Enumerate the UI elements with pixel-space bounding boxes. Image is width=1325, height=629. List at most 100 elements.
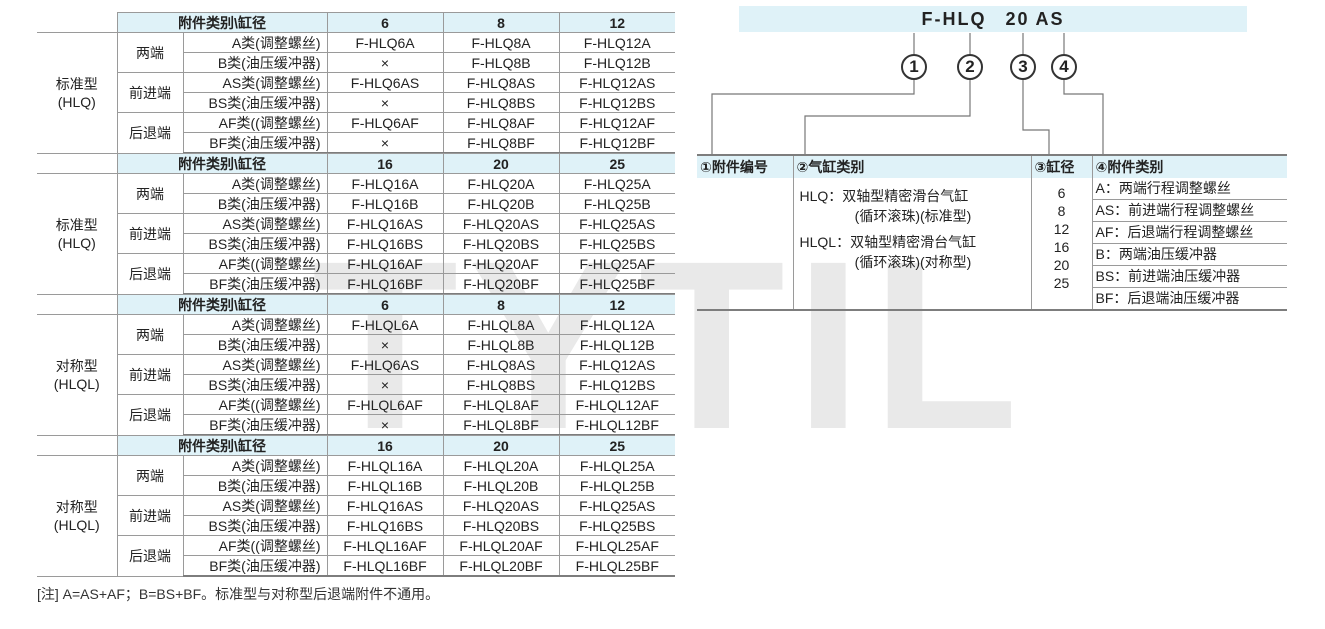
marker-3: 3 xyxy=(1010,54,1036,80)
model-code-cell: F-HLQL16B xyxy=(326,475,444,496)
header-blank xyxy=(37,435,118,456)
type-code: (HLQL) xyxy=(53,375,100,392)
header-bore: 12 xyxy=(558,12,676,33)
accessory-class-label: B类(油压缓冲器) xyxy=(183,475,328,496)
legend-header-accessory-type: ④附件类别 xyxy=(1091,154,1287,178)
legend-accessory-no-cell xyxy=(697,178,793,311)
legend-header-bore: ③缸径 xyxy=(1030,154,1092,178)
accessory-class-label: B类(油压缓冲器) xyxy=(183,52,328,73)
model-code-cell: F-HLQ8BF xyxy=(442,132,560,154)
cylinder-hlql: HLQL：双轴型精密滑台气缸 (循环滚珠)(对称型) xyxy=(794,226,1031,272)
type-name: 标准型 xyxy=(55,216,98,233)
cylinder-hlq: HLQ：双轴型精密滑台气缸 (循环滚珠)(标准型) xyxy=(794,178,1031,226)
model-code-cell: F-HLQ16AS xyxy=(326,213,444,234)
header-bore: 8 xyxy=(442,12,560,33)
accessory-type-item: BS：前进端油压缓冲器 xyxy=(1092,266,1287,288)
header-bore: 6 xyxy=(326,12,444,33)
bore-value: 20 xyxy=(1053,257,1070,273)
model-code-cell: F-HLQL20AF xyxy=(442,535,560,556)
model-code-cell: F-HLQ20BS xyxy=(442,233,560,254)
model-code-cell: F-HLQ25B xyxy=(558,193,676,214)
model-code-cell: × xyxy=(326,414,444,436)
accessory-class-label: BF类(油压缓冲器) xyxy=(183,414,328,436)
model-code-cell: F-HLQ6AF xyxy=(326,112,444,133)
model-code-cell: F-HLQ20AF xyxy=(442,253,560,274)
model-code-cell: F-HLQ12BF xyxy=(558,132,676,154)
model-code-cell: F-HLQL12BF xyxy=(558,414,676,436)
end-position-label: 前进端 xyxy=(117,72,184,113)
end-position-label: 前进端 xyxy=(117,213,184,254)
cylinder-hlq-name: HLQ：双轴型精密滑台气缸 xyxy=(799,188,969,204)
code-part-accessory: AS xyxy=(1035,8,1065,29)
accessory-class-label: AF类((调整螺丝) xyxy=(182,253,328,274)
end-position-label: 两端 xyxy=(116,32,184,73)
bore-value: 8 xyxy=(1057,203,1066,219)
accessory-class-label: BF类(油压缓冲器) xyxy=(183,273,328,295)
model-code-cell: F-HLQ25BF xyxy=(558,273,676,295)
model-code-cell: F-HLQL25BF xyxy=(558,555,676,577)
accessory-type-item: A：两端行程调整螺丝 xyxy=(1092,178,1287,200)
ordering-code-bar: F-HLQ 20 AS xyxy=(739,6,1247,32)
type-code: (HLQL) xyxy=(53,516,100,533)
model-code-cell: F-HLQ25BS xyxy=(558,515,676,536)
model-code-cell: F-HLQ8B xyxy=(442,52,560,73)
header-bore: 12 xyxy=(558,294,676,315)
accessory-class-label: AS类(调整螺丝) xyxy=(182,495,328,516)
model-code-cell: F-HLQ12AF xyxy=(558,112,676,133)
model-code-cell: F-HLQ16BS xyxy=(326,233,444,254)
model-code-cell: F-HLQL20BF xyxy=(442,555,560,577)
type-group-label: 对称型(HLQL) xyxy=(37,314,118,436)
model-code-cell: F-HLQ12AS xyxy=(558,354,676,375)
end-position-label: 后退端 xyxy=(117,394,184,436)
model-code-cell: F-HLQL8B xyxy=(442,334,560,355)
model-code-cell: F-HLQ8BS xyxy=(442,92,560,113)
accessory-class-label: B类(油压缓冲器) xyxy=(183,334,328,355)
end-position-label: 后退端 xyxy=(117,112,184,154)
header-bore: 6 xyxy=(326,294,444,315)
accessory-class-label: A类(调整螺丝) xyxy=(182,314,328,335)
model-code-cell: F-HLQ25AS xyxy=(558,495,676,516)
cylinder-hlql-name: HLQL：双轴型精密滑台气缸 xyxy=(799,234,977,250)
model-code-cell: F-HLQ20AS xyxy=(442,495,560,516)
model-code-cell: F-HLQL25A xyxy=(558,455,676,476)
model-code-cell: F-HLQ25BS xyxy=(558,233,676,254)
legend-header-cylinder-type: ②气缸类别 xyxy=(792,154,1031,178)
type-group-label: 标准型(HLQ) xyxy=(37,173,118,295)
header-bore: 25 xyxy=(558,153,676,174)
end-position-label: 后退端 xyxy=(117,535,184,577)
model-code-cell: F-HLQL8BF xyxy=(442,414,560,436)
model-code-cell: F-HLQL12B xyxy=(558,334,676,355)
model-code-cell: F-HLQ16BF xyxy=(326,273,444,295)
model-code-cell: F-HLQ8BS xyxy=(442,374,560,395)
model-code-cell: F-HLQL25AF xyxy=(558,535,676,556)
type-group-label: 标准型(HLQ) xyxy=(37,32,118,154)
legend-header-accessory-no: ①附件编号 xyxy=(697,154,793,178)
end-position-label: 前进端 xyxy=(117,495,184,536)
bore-value: 6 xyxy=(1057,185,1066,201)
model-code-cell: F-HLQ16AS xyxy=(326,495,444,516)
model-code-cell: F-HLQ12A xyxy=(558,32,676,53)
model-code-cell: F-HLQL20A xyxy=(442,455,560,476)
model-code-cell: F-HLQL6AF xyxy=(326,394,444,415)
marker-2: 2 xyxy=(957,54,983,80)
end-position-label: 后退端 xyxy=(117,253,184,295)
accessory-type-item: AF：后退端行程调整螺丝 xyxy=(1092,222,1287,244)
header-category-bore: 附件类别\缸径 xyxy=(116,153,328,174)
model-code-cell: F-HLQL8A xyxy=(442,314,560,335)
end-position-label: 两端 xyxy=(116,455,184,496)
type-code: (HLQ) xyxy=(57,93,96,110)
model-code-cell: F-HLQL8AF xyxy=(442,394,560,415)
model-code-cell: F-HLQ20A xyxy=(442,173,560,194)
accessory-class-label: BS类(油压缓冲器) xyxy=(183,92,328,113)
header-bore: 16 xyxy=(326,435,444,456)
footnote: [注] A=AS+AF；B=BS+BF。标准型与对称型后退端附件不通用。 xyxy=(37,586,440,602)
cylinder-hlql-desc: (循环滚珠)(对称型) xyxy=(854,254,972,270)
cylinder-hlq-desc: (循环滚珠)(标准型) xyxy=(854,208,972,224)
model-code-cell: F-HLQ12BS xyxy=(558,374,676,395)
end-position-label: 前进端 xyxy=(117,354,184,395)
model-code-cell: F-HLQL16AF xyxy=(326,535,444,556)
